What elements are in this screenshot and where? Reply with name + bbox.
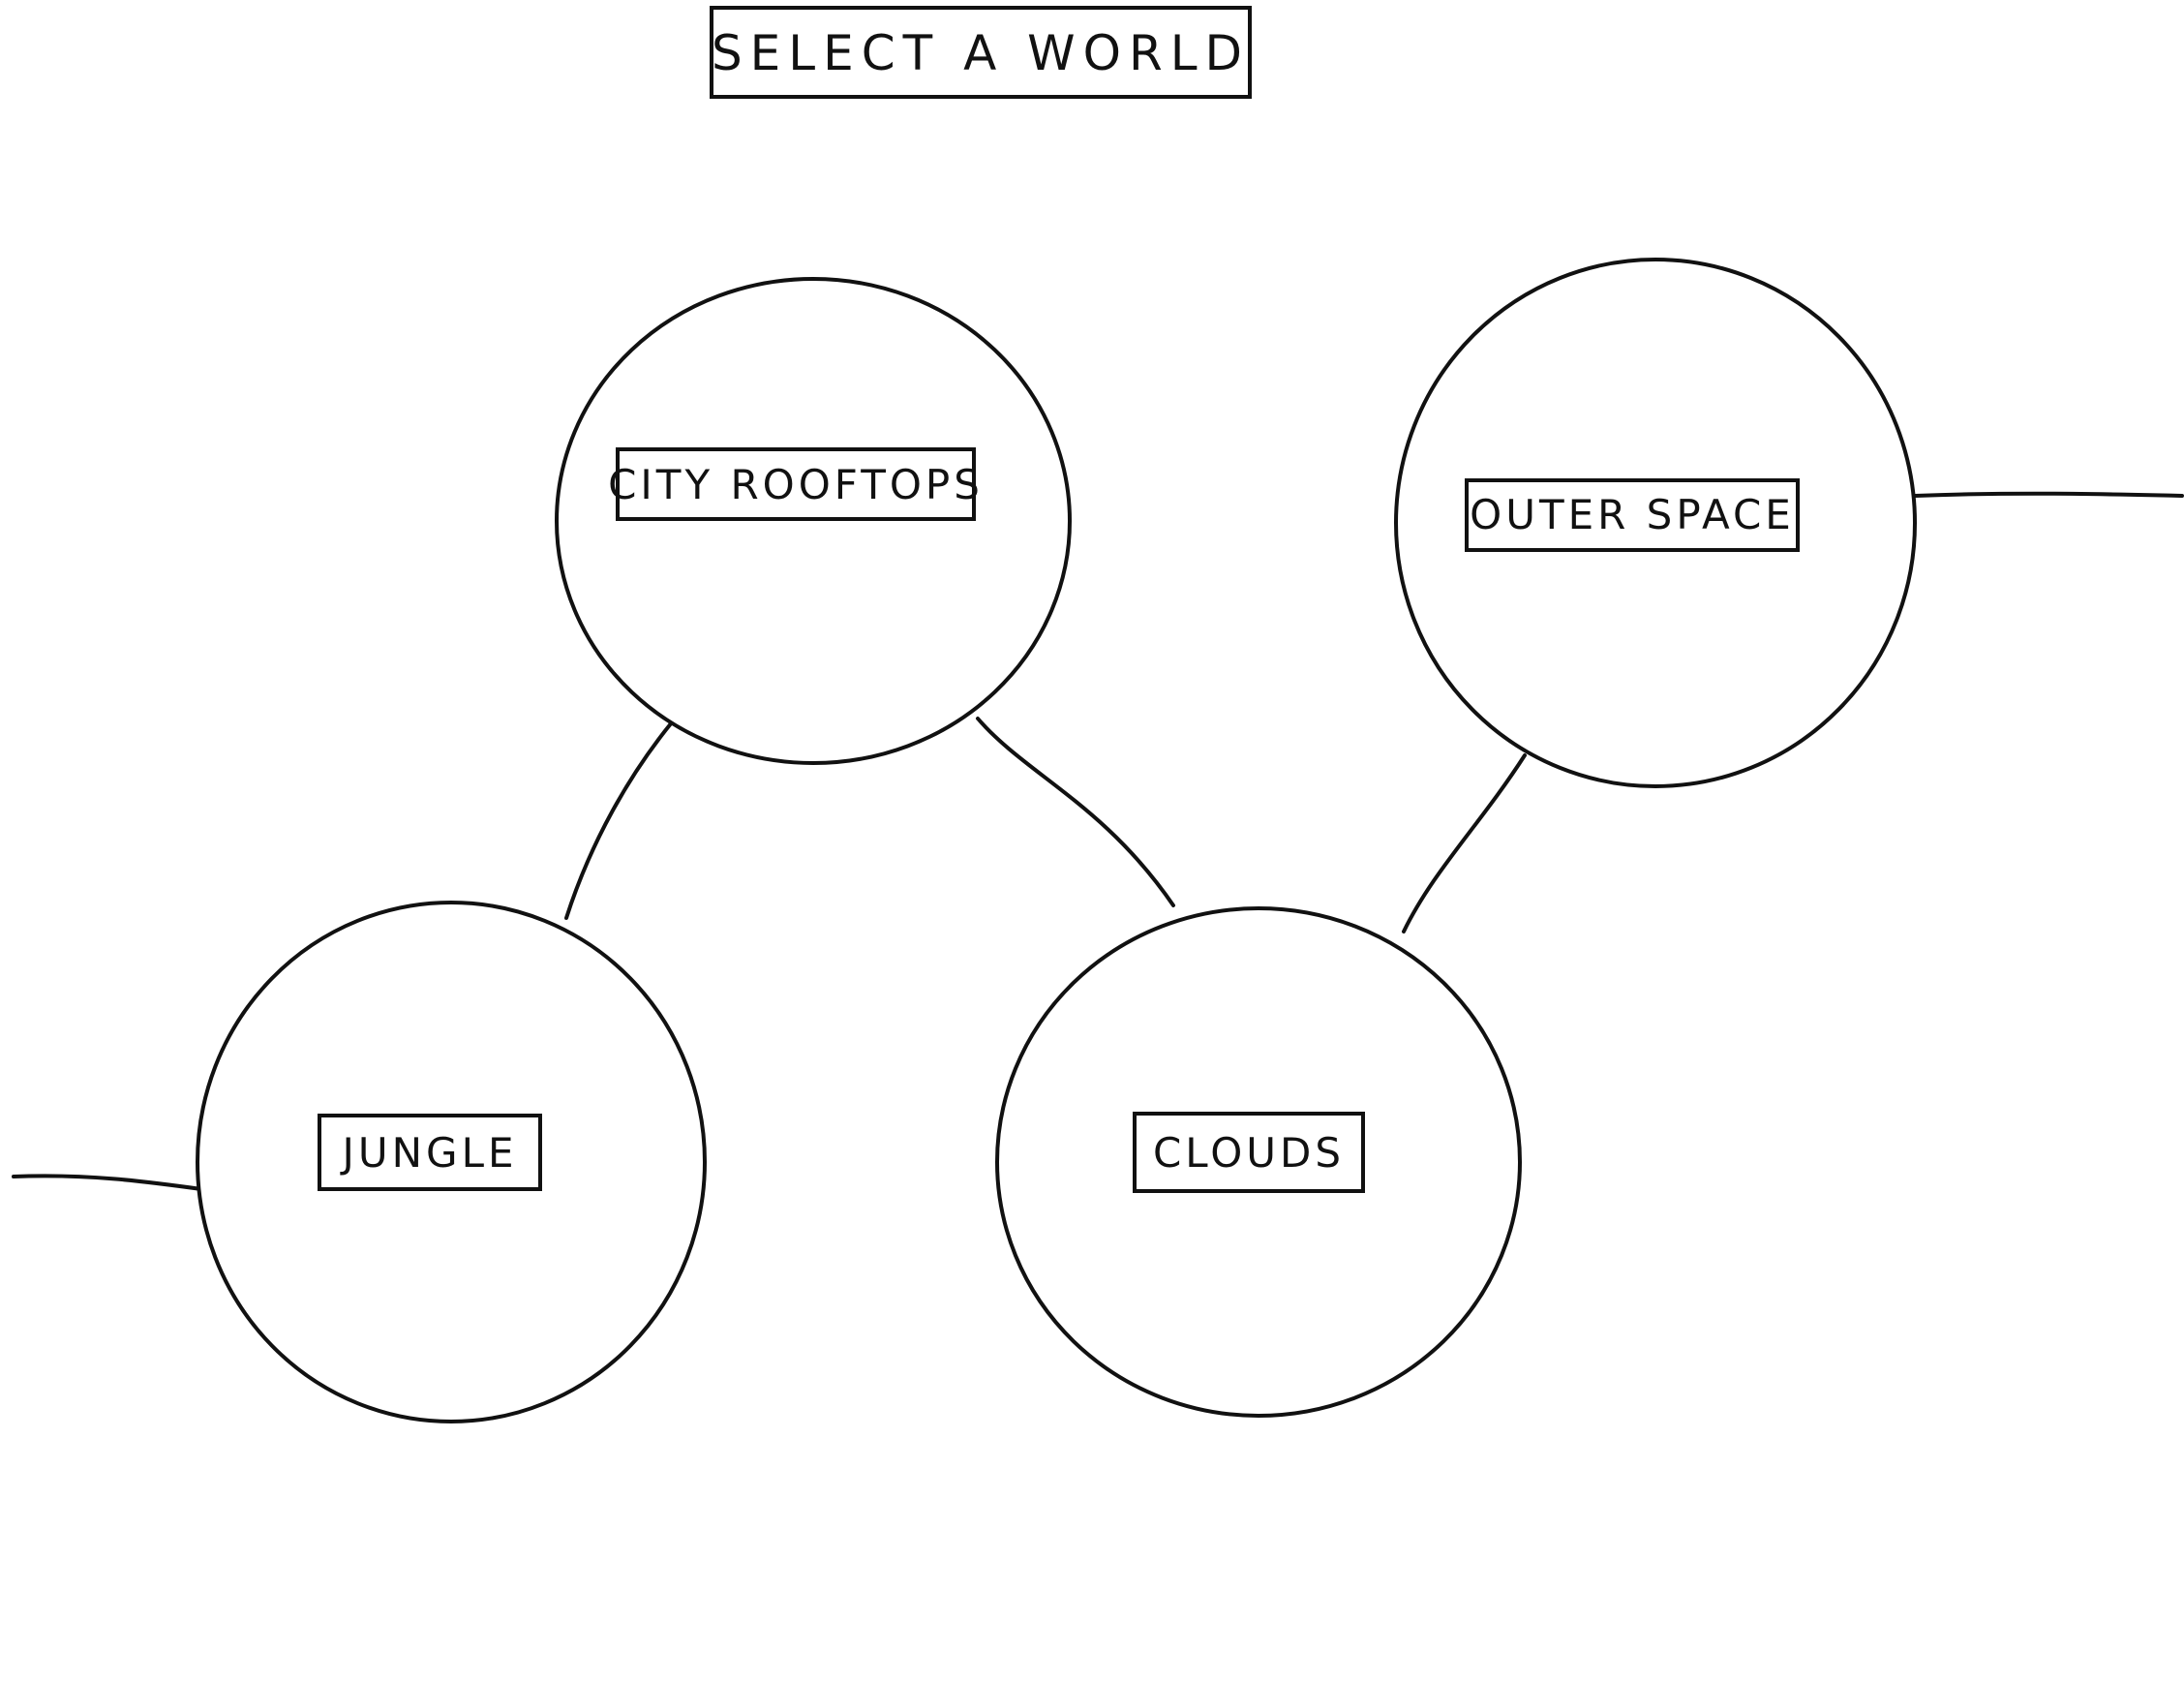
- path-city-rooftops-to-clouds: [976, 717, 1175, 907]
- world-node-outer-space[interactable]: OUTER SPACE: [1394, 258, 1917, 788]
- title-box: [710, 6, 1252, 99]
- path-city-rooftops-to-jungle: [564, 720, 674, 920]
- path-exit-east: [1913, 491, 2184, 498]
- world-label-box-city-rooftops: [616, 447, 976, 521]
- path-exit-west: [12, 1174, 203, 1191]
- world-label-box-clouds: [1133, 1112, 1365, 1193]
- world-label-box-jungle: [318, 1114, 542, 1191]
- world-node-city-rooftops[interactable]: CITY ROOFTOPS: [555, 277, 1072, 765]
- world-label-outer-space: OUTER SPACE: [1470, 491, 1795, 538]
- world-label-city-rooftops: CITY ROOFTOPS: [608, 461, 984, 508]
- path-outer-space-to-clouds: [1402, 753, 1527, 933]
- world-label-clouds: CLOUDS: [1153, 1129, 1345, 1177]
- world-node-clouds[interactable]: CLOUDS: [995, 906, 1522, 1418]
- title-banner: SELECT A WORLD: [710, 6, 1252, 99]
- world-node-jungle[interactable]: JUNGLE: [196, 901, 707, 1423]
- world-label-box-outer-space: [1465, 478, 1800, 552]
- world-label-jungle: JUNGLE: [339, 1129, 517, 1177]
- page-title: SELECT A WORLD: [712, 25, 1250, 81]
